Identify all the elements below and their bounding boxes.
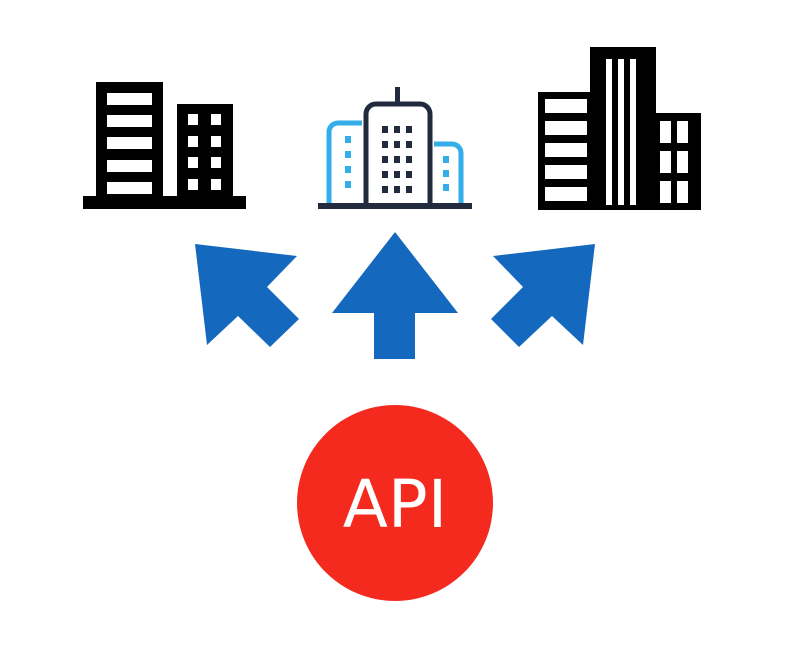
office-buildings-icon bbox=[83, 82, 246, 209]
api-label: API bbox=[343, 466, 447, 543]
skyscraper-buildings-icon bbox=[538, 47, 701, 210]
arrow-up-left-icon bbox=[195, 244, 299, 347]
api-badge: API bbox=[297, 405, 493, 601]
arrow-up-icon bbox=[332, 232, 458, 359]
city-buildings-icon bbox=[318, 87, 472, 209]
arrow-up-right-icon bbox=[491, 244, 595, 347]
api-circle bbox=[297, 405, 493, 601]
